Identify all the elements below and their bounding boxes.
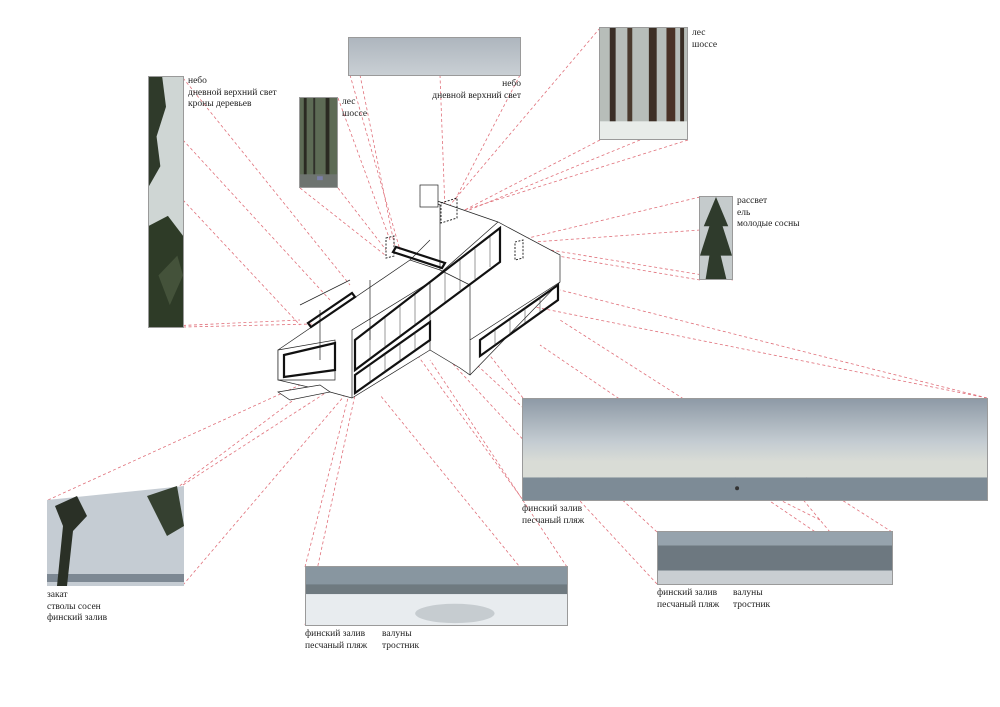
photo-gulf-wide (522, 398, 988, 501)
photo-sunset-pines (47, 486, 184, 586)
photo-dawn-spruce (699, 196, 733, 280)
building-windows (282, 225, 560, 396)
photo-beach-right (657, 531, 893, 585)
camera-markers (385, 197, 524, 261)
photo-sky-top (348, 37, 521, 76)
photo-forest-road-small (299, 97, 338, 188)
photo-forest-top (599, 27, 688, 140)
window-mullions (369, 237, 541, 382)
building-axonometric (277, 184, 561, 401)
photo-beach-center (305, 566, 568, 626)
photo-sky-tree-crowns (148, 76, 184, 328)
